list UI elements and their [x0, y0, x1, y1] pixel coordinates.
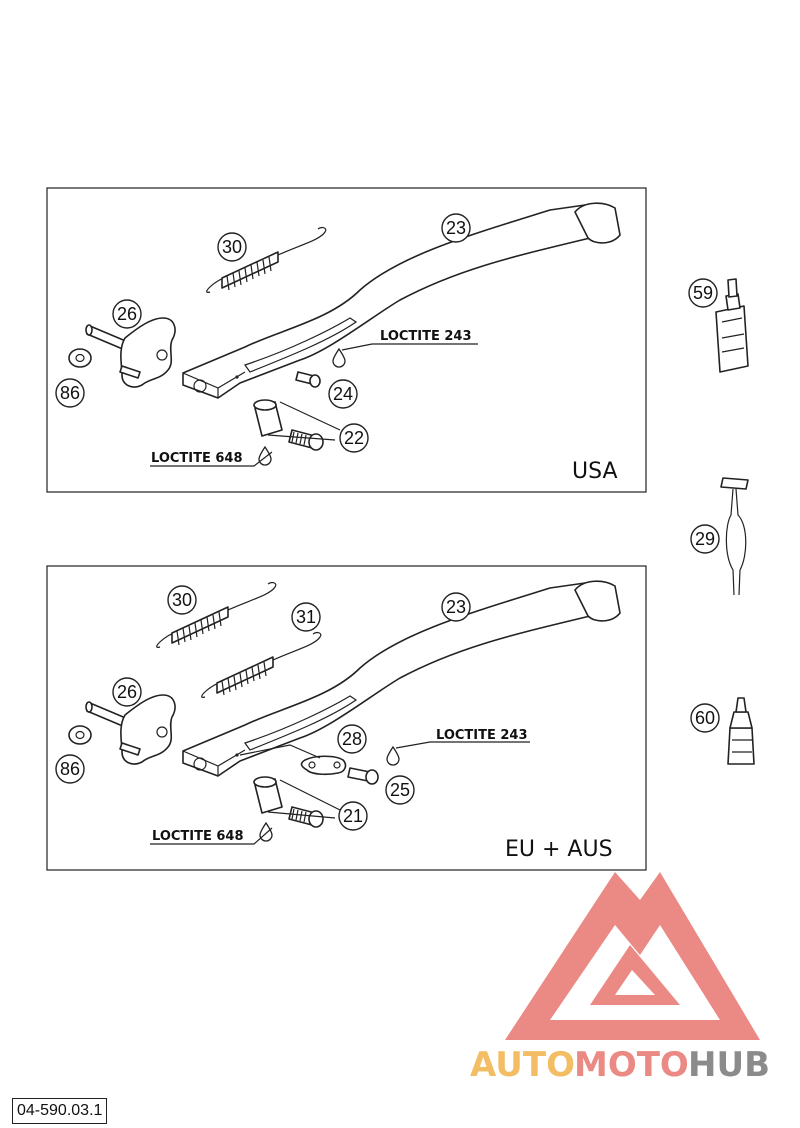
callout-30-eu: 30 [167, 585, 197, 615]
sleeve-eu [253, 776, 283, 814]
callout-31-eu: 31 [291, 602, 321, 632]
loctite-243-label-eu: LOCTITE 243 [436, 728, 528, 743]
svg-text:28: 28 [342, 729, 362, 749]
svg-text:22: 22 [344, 428, 364, 448]
loctite-243-drop-usa [332, 348, 346, 368]
svg-text:23: 23 [446, 218, 466, 238]
svg-text:60: 60 [695, 708, 715, 728]
callout-86-usa: 86 [55, 378, 85, 408]
svg-text:AUTO: AUTO [470, 1045, 575, 1085]
bolt-22-usa [288, 429, 324, 451]
eu-aus-panel-frame [46, 565, 647, 871]
svg-text:86: 86 [60, 759, 80, 779]
callout-23-usa: 23 [441, 213, 471, 243]
sleeve-usa [253, 399, 283, 437]
callout-23-eu: 23 [441, 592, 471, 622]
svg-text:26: 26 [117, 682, 137, 702]
svg-text:30: 30 [222, 237, 242, 257]
svg-text:23: 23 [446, 597, 466, 617]
callout-28-eu: 28 [337, 724, 367, 754]
callout-86-eu: 86 [55, 754, 85, 784]
callout-26-usa: 26 [112, 299, 142, 329]
svg-text:30: 30 [172, 590, 192, 610]
loctite-648-label-eu: LOCTITE 648 [152, 829, 244, 844]
stand-leg-usa [182, 202, 621, 399]
svg-text:MOTO: MOTO [574, 1045, 689, 1085]
callout-59: 59 [688, 278, 718, 308]
svg-text:21: 21 [343, 806, 363, 826]
callout-30-usa: 30 [217, 232, 247, 262]
svg-text:86: 86 [60, 383, 80, 403]
link-plate-28-eu [300, 755, 347, 776]
callout-22-usa: 22 [339, 423, 369, 453]
svg-text:24: 24 [333, 384, 353, 404]
svg-text:29: 29 [695, 529, 715, 549]
pivot-assembly-usa [68, 317, 176, 388]
bolt-24-usa [295, 371, 321, 388]
tool-29 [720, 477, 749, 596]
svg-text:59: 59 [693, 283, 713, 303]
loctite-243-label-usa: LOCTITE 243 [380, 329, 472, 344]
automotohub-watermark-logo: AUTO MOTO HUB [470, 872, 770, 1085]
region-label-eu-aus: EU + AUS [505, 837, 613, 862]
loctite-648-drop-eu [259, 822, 273, 842]
usa-panel-frame [46, 187, 647, 493]
loctite-648-label-usa: LOCTITE 648 [151, 451, 243, 466]
callout-29: 29 [690, 524, 720, 554]
callout-21-eu: 21 [338, 801, 368, 831]
small-bottle-60 [727, 697, 755, 765]
svg-text:25: 25 [390, 780, 410, 800]
callout-26-eu: 26 [112, 677, 142, 707]
svg-text:HUB: HUB [688, 1045, 770, 1085]
callout-24-usa: 24 [328, 379, 358, 409]
callout-60: 60 [690, 703, 720, 733]
document-number: 04-590.03.1 [12, 1098, 108, 1124]
region-label-usa: USA [572, 459, 618, 484]
loctite-243-drop-eu [386, 746, 400, 766]
spring-31-eu [200, 631, 322, 699]
bolt-25-eu [347, 767, 379, 785]
callout-25-eu: 25 [385, 775, 415, 805]
svg-text:31: 31 [296, 607, 316, 627]
loctite-648-drop-usa [258, 446, 272, 466]
loctite-bottle-59 [715, 278, 749, 373]
svg-text:26: 26 [117, 304, 137, 324]
